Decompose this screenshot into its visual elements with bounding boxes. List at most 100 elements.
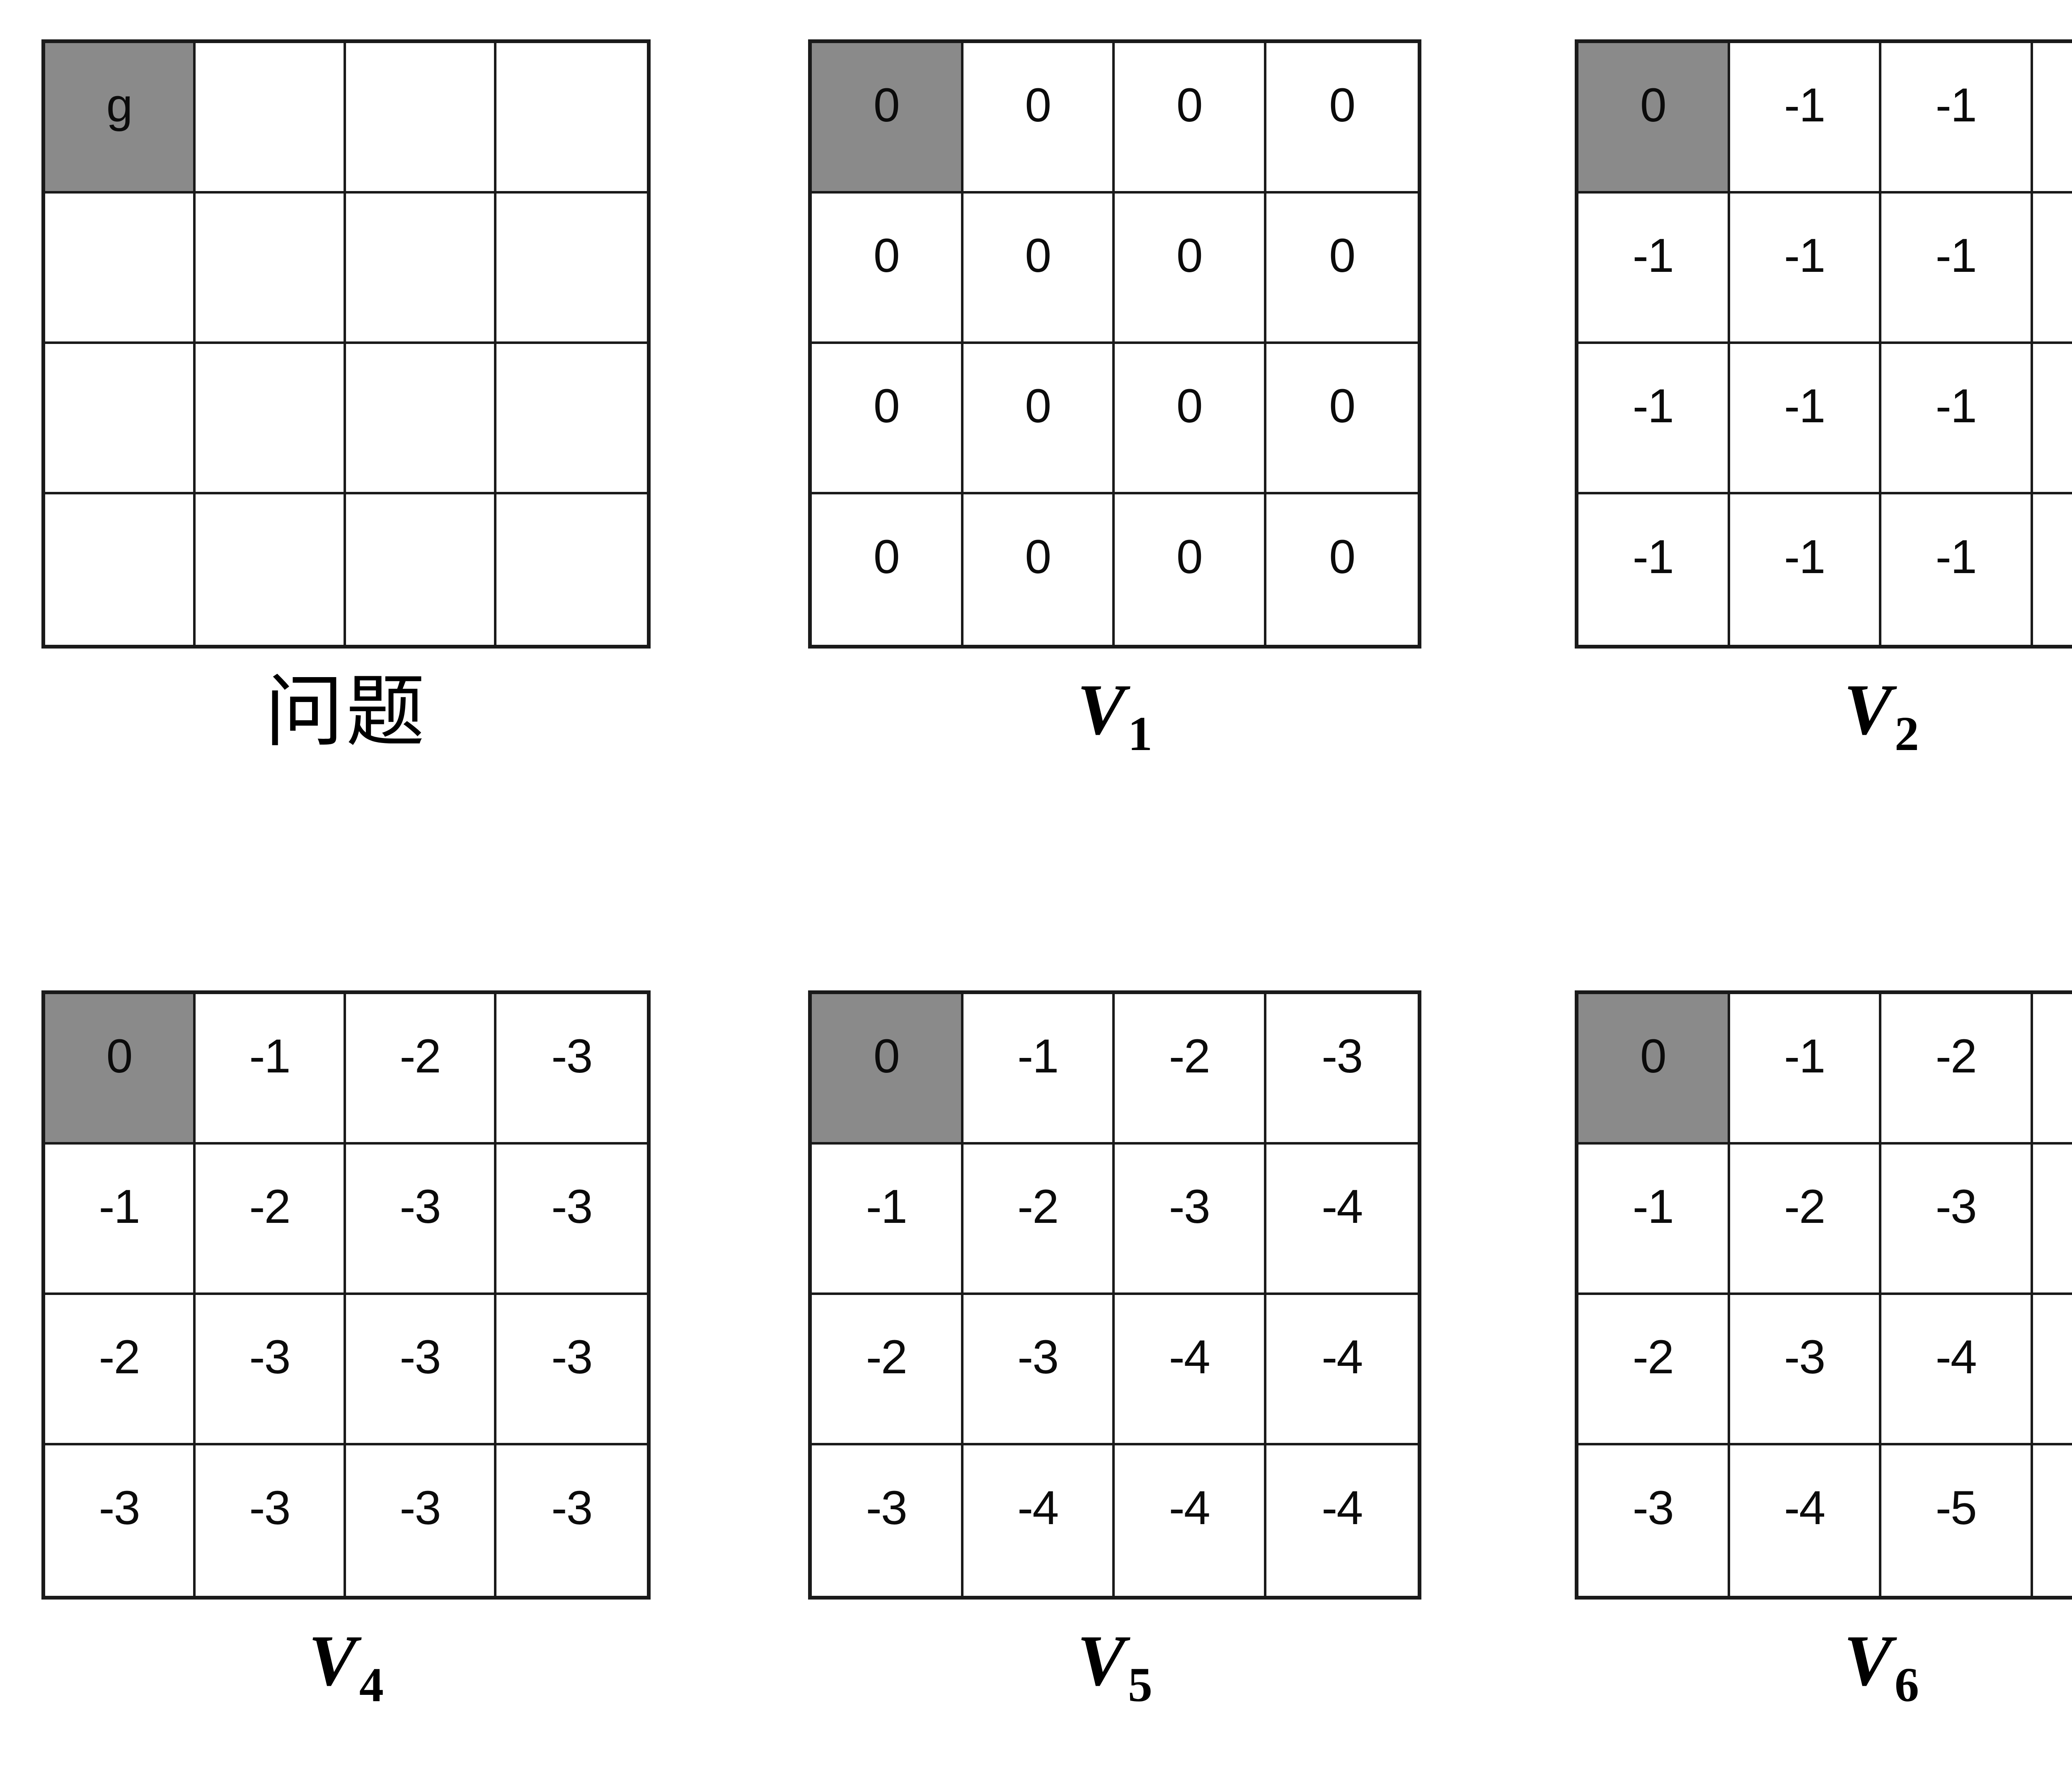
grid-cell-value: -1 bbox=[2033, 82, 2072, 129]
grid-cell-value: -4 bbox=[1017, 1481, 1059, 1535]
grid-cell-value: 0 bbox=[1025, 78, 1051, 132]
grid-cell-value: -3 bbox=[551, 1029, 593, 1083]
grid-cell: -1 bbox=[1578, 344, 1730, 494]
grid-cell: 0 bbox=[1266, 194, 1418, 344]
grid-cell-value: -1 bbox=[1632, 530, 1674, 584]
grid-cell bbox=[496, 194, 647, 344]
grid-cell: -4 bbox=[1266, 1445, 1418, 1596]
grid-cell-value: 0 bbox=[1640, 78, 1667, 132]
grid-cell: -5 bbox=[2033, 1445, 2072, 1596]
grid-cell: -1 bbox=[1730, 494, 1881, 645]
grid-cell-value: g bbox=[106, 78, 133, 132]
grid-cell-value: -3 bbox=[551, 1330, 593, 1384]
grid-cell-value: 0 bbox=[1025, 229, 1051, 282]
grid-cell-value: -3 bbox=[399, 1481, 441, 1535]
grid-cell: -3 bbox=[1730, 1295, 1881, 1445]
grid-cell: -1 bbox=[45, 1145, 196, 1295]
grid-cell-value: -3 bbox=[399, 1180, 441, 1233]
grid-cell: 0 bbox=[1578, 43, 1730, 194]
grid-cell: -1 bbox=[1881, 194, 2033, 344]
value-grid-V2: 0-1-1-1-1-1-1-1-1-1-1-1-1-1-1-1 bbox=[1575, 39, 2072, 649]
panel-caption-problem: 问题 bbox=[41, 673, 651, 752]
grid-cell: -1 bbox=[196, 994, 346, 1145]
grid-cell: -1 bbox=[2033, 494, 2072, 645]
grid-cell-value: -3 bbox=[866, 1481, 908, 1535]
grid-cell: -1 bbox=[1578, 1145, 1730, 1295]
grid-cell-value: -2 bbox=[1169, 1029, 1210, 1083]
grid-cell-value: 0 bbox=[873, 78, 900, 132]
grid-cell bbox=[45, 494, 196, 645]
grid-cell: -2 bbox=[812, 1295, 963, 1445]
grid-cell: -3 bbox=[1881, 1145, 2033, 1295]
grid-cell: -1 bbox=[1881, 344, 2033, 494]
grid-cell: -1 bbox=[1730, 344, 1881, 494]
grid-cell-value: 0 bbox=[873, 1029, 900, 1083]
grid-cell: 0 bbox=[812, 43, 963, 194]
panel-caption-symbol: V bbox=[308, 1620, 357, 1701]
grid-cell: -1 bbox=[2033, 344, 2072, 494]
grid-cell-value: -4 bbox=[1935, 1330, 1977, 1384]
grid-cell-value: -1 bbox=[1935, 379, 1977, 433]
grid-cell-value: -2 bbox=[1632, 1330, 1674, 1384]
grid-cell-value: -2 bbox=[249, 1180, 290, 1233]
grid-cell-value: -4 bbox=[2033, 1183, 2072, 1231]
grid-cell-value: -4 bbox=[1322, 1330, 1363, 1384]
grid-cell-value: -4 bbox=[1322, 1481, 1363, 1535]
panel-caption-V1: V1 bbox=[808, 673, 1421, 758]
grid-cell-value: -1 bbox=[1784, 379, 1825, 433]
grid-cell: 0 bbox=[1266, 344, 1418, 494]
grid-cell-value: -1 bbox=[1632, 1180, 1674, 1233]
grid-cell bbox=[196, 494, 346, 645]
grid-cell: -1 bbox=[1578, 494, 1730, 645]
grid-cell-value: -2 bbox=[99, 1330, 140, 1384]
value-grid-V5: 0-1-2-3-1-2-3-4-2-3-4-4-3-4-4-4 bbox=[808, 990, 1421, 1600]
value-grid-V4: 0-1-2-3-1-2-3-3-2-3-3-3-3-3-3-3 bbox=[41, 990, 651, 1600]
grid-cell-value: -2 bbox=[866, 1330, 908, 1384]
grid-cell-value: -1 bbox=[1935, 78, 1977, 132]
panel-caption-subscript: 6 bbox=[1894, 1657, 1919, 1712]
grid-cell: -5 bbox=[1881, 1445, 2033, 1596]
grid-cell: -1 bbox=[2033, 43, 2072, 194]
grid-cell-value: 0 bbox=[1640, 1029, 1667, 1083]
grid-cell-value: 0 bbox=[1176, 379, 1203, 433]
grid-cell: -3 bbox=[196, 1295, 346, 1445]
grid-cell: -1 bbox=[963, 994, 1115, 1145]
grid-cell-value: -4 bbox=[1169, 1481, 1210, 1535]
grid-cell-value: -1 bbox=[2033, 382, 2072, 430]
grid-cell: -3 bbox=[45, 1445, 196, 1596]
grid-cell: -5 bbox=[2033, 1295, 2072, 1445]
grid-cell: 0 bbox=[1115, 194, 1266, 344]
grid-cell-value: -1 bbox=[1784, 78, 1825, 132]
grid-cell-value: -3 bbox=[249, 1481, 290, 1535]
grid-cell-value: 0 bbox=[106, 1029, 133, 1083]
panel-caption-symbol: V bbox=[1077, 1620, 1126, 1701]
panel-caption-subscript: 5 bbox=[1128, 1657, 1152, 1712]
panel-caption-subscript: 1 bbox=[1128, 706, 1152, 761]
grid-cell-value: -3 bbox=[1169, 1180, 1210, 1233]
grid-cell: -4 bbox=[1266, 1295, 1418, 1445]
grid-cell-value: -2 bbox=[1017, 1180, 1059, 1233]
grid-cell: 0 bbox=[1266, 43, 1418, 194]
grid-cell bbox=[346, 194, 496, 344]
grid-cell-value: 0 bbox=[1329, 78, 1356, 132]
grid-cell: -1 bbox=[1730, 194, 1881, 344]
grid-cell: 0 bbox=[963, 43, 1115, 194]
grid-cell-value: -1 bbox=[1632, 229, 1674, 282]
grid-cell-value: -3 bbox=[99, 1481, 140, 1535]
grid-cell: 0 bbox=[812, 344, 963, 494]
grid-cell: -4 bbox=[963, 1445, 1115, 1596]
grid-cell: -3 bbox=[2033, 994, 2072, 1145]
panel-caption-text: 问题 bbox=[264, 669, 427, 756]
panel-caption-symbol: V bbox=[1844, 669, 1892, 750]
grid-cell-value: -1 bbox=[2033, 232, 2072, 280]
grid-cell-value: -1 bbox=[1784, 1029, 1825, 1083]
grid-cell bbox=[496, 494, 647, 645]
grid-cell-value: -3 bbox=[1632, 1481, 1674, 1535]
grid-cell bbox=[196, 194, 346, 344]
grid-cell: -1 bbox=[1730, 43, 1881, 194]
grid-cell: -1 bbox=[2033, 194, 2072, 344]
